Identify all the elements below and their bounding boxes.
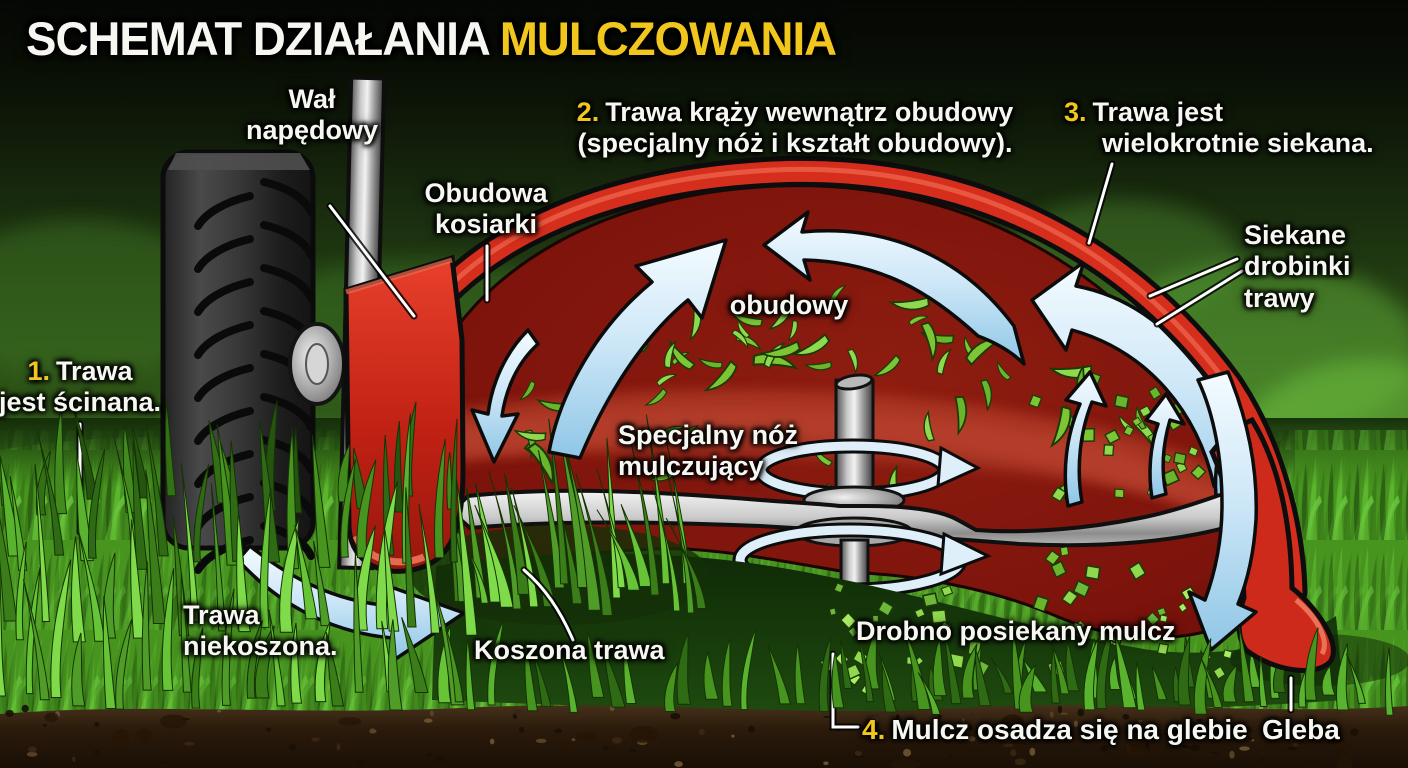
label-step-4: 4.Mulcz osadza się na glebie [862, 714, 1248, 745]
label-uncut-grass: Trawa niekoszona. [183, 600, 338, 662]
arrow-small-up-2 [1144, 392, 1186, 500]
deck-front-panel [343, 254, 466, 574]
leader-step3 [1087, 162, 1114, 245]
arrow-down-right-exit [1187, 370, 1258, 652]
title-white: SCHEMAT DZIAŁANIA [26, 12, 489, 65]
title-yellow: MULCZOWANIA [499, 12, 837, 65]
wheel-hub [288, 322, 346, 406]
label-step-1: 1.Trawa jest ścinana. [0, 356, 162, 418]
arrow-small-up-1 [1063, 370, 1108, 508]
leader-chopped-1 [1148, 257, 1239, 298]
label-step-3: 3.Trawa jest wielokrotnie siekana. [1064, 97, 1374, 159]
arrow-up-right-interior [547, 238, 728, 460]
label-chopped-bits: Siekane drobinki trawy [1244, 220, 1351, 313]
label-blade: Specjalny nóż mulczujący [618, 420, 799, 482]
leader-cut-grass [522, 568, 575, 642]
label-fine-mulch: Drobno posiekany mulcz [856, 616, 1176, 646]
deck-lip-highlight [1294, 598, 1327, 656]
arrow-left-top-interior [762, 210, 1026, 366]
label-housing: Obudowa kosiarki [424, 178, 548, 240]
leader-chopped-2 [1155, 269, 1244, 326]
page-title: SCHEMAT DZIAŁANIA MULCZOWANIA [26, 12, 837, 67]
label-cut-grass: Koszona trawa [474, 635, 665, 665]
inner-standing-grass [439, 414, 707, 616]
label-housing-inner: obudowy [729, 290, 849, 320]
soil-speckles [5, 704, 1359, 768]
leader-drive-shaft [328, 204, 416, 318]
arrow-down-left-interior [470, 328, 540, 464]
label-drive-shaft: Wał napędowy [245, 84, 379, 146]
foreground-grass [0, 399, 1394, 716]
deck-interior-detail [432, 283, 1258, 616]
label-soil: Gleba [1262, 714, 1340, 745]
label-step-2: 2.Trawa krąży wewnątrz obudowy (specjaln… [576, 97, 1014, 159]
